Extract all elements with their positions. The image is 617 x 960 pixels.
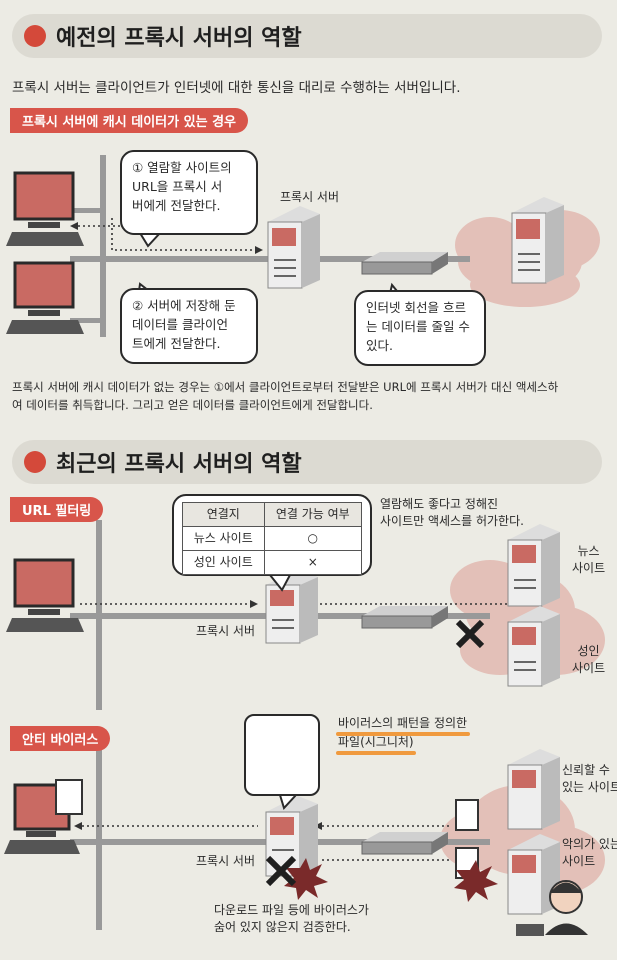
router-icon xyxy=(361,606,448,629)
table-row: 성인 사이트 × xyxy=(182,550,363,575)
client-pc-icon xyxy=(6,171,84,246)
filter-table: 연결지 연결 가능 여부 뉴스 사이트 ○ 성인 사이트 × xyxy=(182,502,363,575)
router-icon xyxy=(361,252,448,275)
signature-note: 바이러스의 패턴을 정의한 파일(시그니처) xyxy=(338,716,468,749)
highlight-underline xyxy=(336,732,470,736)
proxy-server-icon xyxy=(267,206,320,289)
table-header: 연결지 xyxy=(182,502,265,527)
bubble-step2: ② 서버에 저장해 둔 데이터를 클라이언 트에게 전달한다. xyxy=(120,288,258,364)
lan-line xyxy=(100,155,106,337)
adult-site-label: 성인 사이트 xyxy=(572,644,606,675)
signature-bubble xyxy=(244,714,320,796)
scan-note: 다운로드 파일 등에 바이러스가 숨어 있지 않은지 검증한다. xyxy=(214,903,369,934)
section-header-legacy: 예전의 프록시 서버의 역할 xyxy=(12,14,602,58)
highlight-underline xyxy=(336,751,416,755)
table-row: 뉴스 사이트 ○ xyxy=(182,526,363,551)
section-title: 예전의 프록시 서버의 역할 xyxy=(56,26,302,51)
client-pc-icon xyxy=(6,261,84,334)
proxy-server-label: 프록시 서버 xyxy=(196,624,256,638)
router-icon xyxy=(361,832,448,855)
section-title: 최근의 프록시 서버의 역할 xyxy=(56,452,302,477)
filter-table-bubble: 연결지 연결 가능 여부 뉴스 사이트 ○ 성인 사이트 × xyxy=(172,494,372,576)
blocked-x-icon xyxy=(265,855,297,887)
tag-anti-virus: 안티 바이러스 xyxy=(10,726,111,751)
proxy-server-label: 프록시 서버 xyxy=(196,854,256,868)
malicious-site-label: 악의가 있는 사이트 xyxy=(562,837,617,868)
bubble-bandwidth: 인터넷 회선을 흐르 는 데이터를 줄일 수 있다. xyxy=(354,290,486,366)
trusted-server-icon xyxy=(507,749,560,830)
virus-icon xyxy=(454,860,498,902)
proxy-server-label: 프록시 서버 xyxy=(280,190,340,204)
client-pc-icon xyxy=(6,558,84,632)
blocked-x-icon xyxy=(455,619,485,649)
bullet-dot-icon xyxy=(24,451,46,473)
cache-note: 프록시 서버에 캐시 데이터가 없는 경우는 ①에서 클라이언트로부터 전달받은… xyxy=(12,380,559,412)
bubble-step1: ① 열람할 사이트의 URL을 프록시 서 버에게 전달한다. xyxy=(120,150,258,235)
filter-note: 열람해도 좋다고 정해진 사이트만 액세스를 허가한다. xyxy=(380,497,524,528)
document-icon xyxy=(455,799,479,831)
tag-cache: 프록시 서버에 캐시 데이터가 있는 경우 xyxy=(10,108,248,133)
news-server-icon xyxy=(507,524,560,607)
news-site-label: 뉴스 사이트 xyxy=(572,544,606,575)
table-header: 연결 가능 여부 xyxy=(263,502,363,527)
adult-server-icon xyxy=(507,606,560,687)
tag-url-filtering: URL 필터링 xyxy=(10,497,104,522)
virus-icon xyxy=(284,858,328,900)
trusted-site-label: 신뢰할 수 있는 사이트 xyxy=(562,763,617,794)
client-pc-icon xyxy=(4,779,83,854)
web-server-icon xyxy=(511,197,564,284)
section-header-modern: 최근의 프록시 서버의 역할 xyxy=(12,440,602,484)
intro-text: 프록시 서버는 클라이언트가 인터넷에 대한 통신을 대리로 수행하는 서버입니… xyxy=(12,80,461,96)
attacker-person-icon xyxy=(516,880,588,936)
bullet-dot-icon xyxy=(24,25,46,47)
